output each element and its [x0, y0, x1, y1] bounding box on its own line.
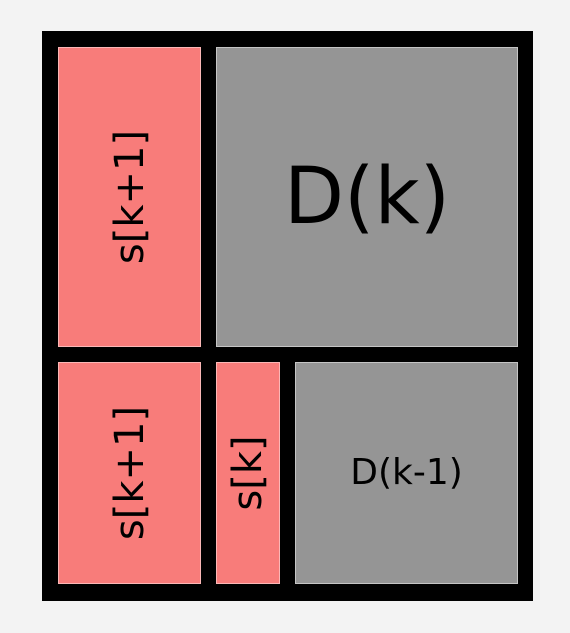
bottom-left-label: s[k+1]	[106, 405, 153, 541]
bottom-right-cell: D(k-1)	[295, 362, 518, 584]
top-right-cell: D(k)	[216, 47, 518, 347]
top-left-cell: s[k+1]	[58, 47, 201, 347]
top-right-label: D(k)	[283, 152, 451, 242]
bottom-right-label: D(k-1)	[350, 452, 463, 493]
top-left-label: s[k+1]	[106, 129, 153, 265]
bottom-middle-cell: s[k]	[216, 362, 280, 584]
bottom-left-cell: s[k+1]	[58, 362, 201, 584]
bottom-middle-label: s[k]	[225, 435, 271, 511]
diagram-frame: s[k+1] D(k) s[k+1] s[k] D(k-1)	[42, 31, 533, 601]
